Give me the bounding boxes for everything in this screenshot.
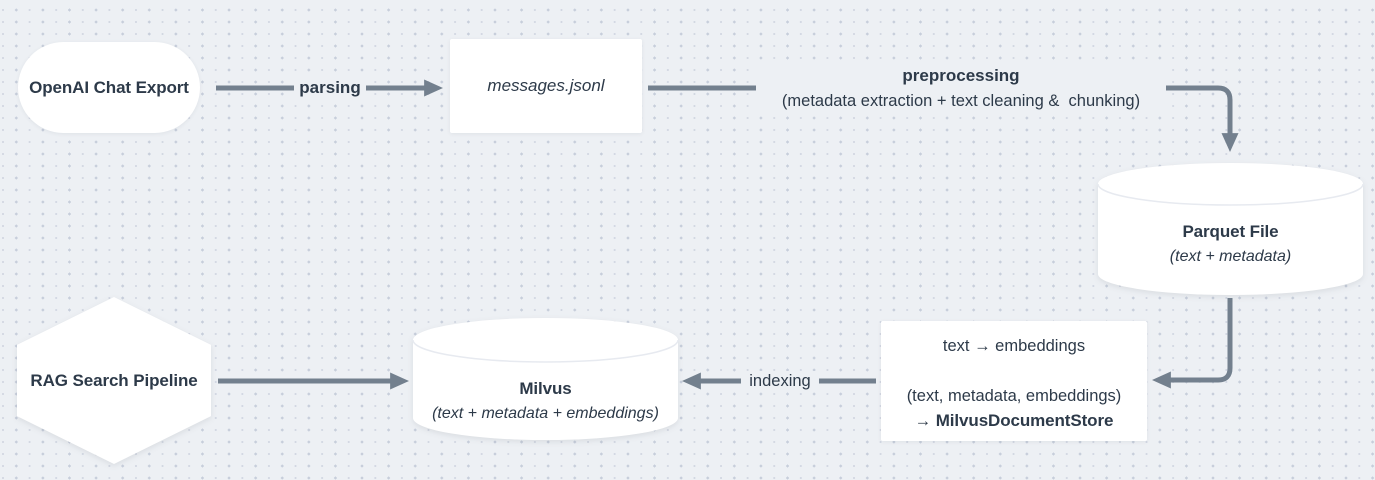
node-parquet-file-label: Parquet File (text + metadata) — [1098, 222, 1363, 266]
edge-indexing-label: indexing — [741, 371, 819, 391]
preprocessing-label-sub: (metadata extraction + text cleaning & c… — [781, 92, 1141, 110]
preprocessing-label-main: preprocessing — [902, 66, 1020, 85]
edge-parsing-label: parsing — [294, 78, 366, 98]
embeddings-step-line1: text → embeddings — [942, 337, 1086, 355]
edge-parquet-to-embeddings-arrow — [1151, 298, 1233, 389]
openai-chat-export-label: OpenAI Chat Export — [29, 77, 189, 97]
parquet-file-subtitle: (text + metadata) — [1169, 248, 1292, 265]
node-embeddings-step: text → embeddings (text, metadata, embed… — [881, 321, 1147, 441]
node-rag-search-pipeline: RAG Search Pipeline — [17, 297, 211, 464]
messages-jsonl-label: messages.jsonl — [487, 76, 605, 95]
milvus-title: Milvus — [519, 379, 572, 398]
milvus-cylinder-shape — [412, 318, 679, 440]
node-openai-chat-export: OpenAI Chat Export — [18, 42, 200, 133]
milvus-document-store-label: MilvusDocumentStore — [935, 411, 1114, 430]
edge-preprocessing-arrow — [648, 85, 1239, 153]
parquet-cylinder-shape — [1097, 163, 1364, 295]
node-messages-jsonl: messages.jsonl — [450, 39, 642, 133]
parquet-file-title: Parquet File — [1182, 222, 1279, 241]
milvus-subtitle: (text + metadata + embeddings) — [432, 405, 659, 422]
embeddings-step-line2: (text, metadata, embeddings) — [906, 387, 1122, 405]
embeddings-step-line3: → MilvusDocumentStore — [915, 411, 1114, 431]
rag-search-pipeline-hexagon: RAG Search Pipeline — [17, 297, 211, 464]
node-milvus-label: Milvus (text + metadata + embeddings) — [413, 379, 678, 423]
edge-preprocessing-label: preprocessing (metadata extraction + tex… — [756, 64, 1166, 115]
arrow-right-glyph: → — [914, 412, 936, 430]
rag-search-pipeline-label: RAG Search Pipeline — [30, 370, 198, 390]
